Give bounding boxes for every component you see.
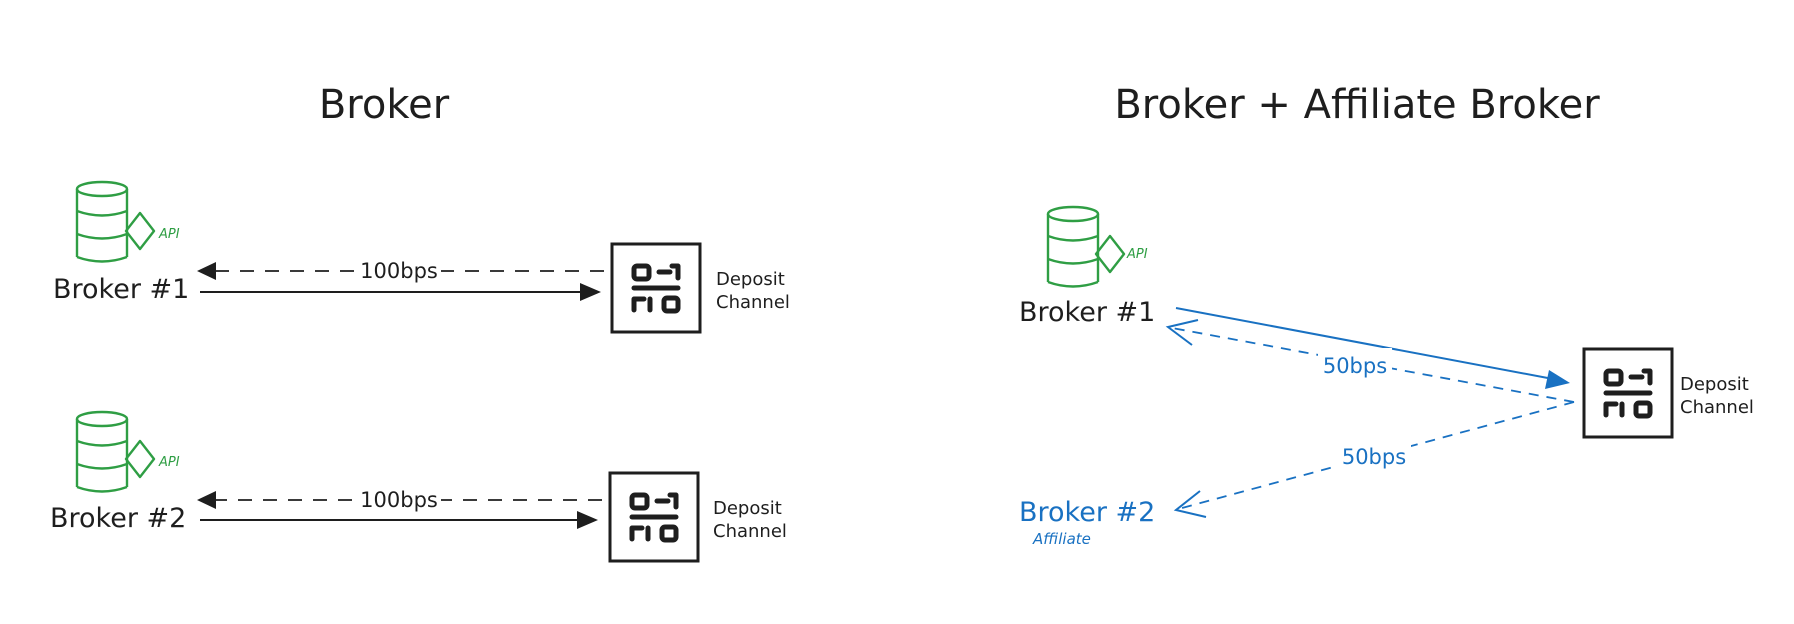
- deposit-arrow: [1175, 307, 1554, 380]
- left-row-1: API Broker #1 100bps Deposit Channel: [53, 180, 790, 332]
- arrowhead: [197, 262, 216, 280]
- qr-scan-icon: [612, 244, 700, 332]
- affiliate-broker-label: Broker #2: [1019, 497, 1155, 528]
- broker-label: Broker #1: [1019, 297, 1155, 328]
- channel-label-line2: Channel: [713, 521, 787, 542]
- diamond-icon: [1094, 234, 1126, 274]
- qr-scan-icon: [610, 473, 698, 561]
- api-label: API: [1126, 247, 1148, 262]
- arrowhead: [1545, 370, 1570, 389]
- channel-label-line2: Channel: [1680, 397, 1754, 418]
- arrowhead: [197, 491, 216, 509]
- fee-label: 50bps: [1323, 354, 1387, 378]
- arrowhead: [580, 283, 601, 301]
- arrowhead: [577, 511, 598, 529]
- api-label: API: [158, 227, 180, 242]
- arrowhead: [1173, 490, 1207, 518]
- broker-label: Broker #2: [50, 503, 186, 534]
- diamond-icon: [124, 211, 156, 251]
- database-icon: [75, 180, 129, 263]
- channel-label-line1: Deposit: [713, 498, 782, 519]
- qr-scan-icon: [1584, 349, 1672, 437]
- channel-label-line1: Deposit: [1680, 374, 1749, 395]
- fee-label: 50bps: [1342, 445, 1406, 469]
- broker-label: Broker #1: [53, 274, 189, 305]
- right-panel-title: Broker + Affiliate Broker: [1114, 82, 1600, 128]
- api-label: API: [158, 455, 180, 470]
- database-icon: [75, 410, 129, 493]
- affiliate-sublabel: Affiliate: [1032, 530, 1091, 548]
- left-row-2: API Broker #2 100bps Deposit Channel: [50, 410, 787, 561]
- fee-label: 100bps: [360, 259, 438, 283]
- diamond-icon: [124, 439, 156, 479]
- channel-label-line2: Channel: [716, 292, 790, 313]
- database-icon: [1046, 205, 1100, 288]
- arrowhead: [1165, 319, 1199, 346]
- right-diagram: API Broker #1 50bps 50bps Broker #2 Affi…: [1019, 205, 1754, 548]
- left-panel-title: Broker: [319, 82, 450, 128]
- fee-label: 100bps: [360, 488, 438, 512]
- channel-label-line1: Deposit: [716, 269, 785, 290]
